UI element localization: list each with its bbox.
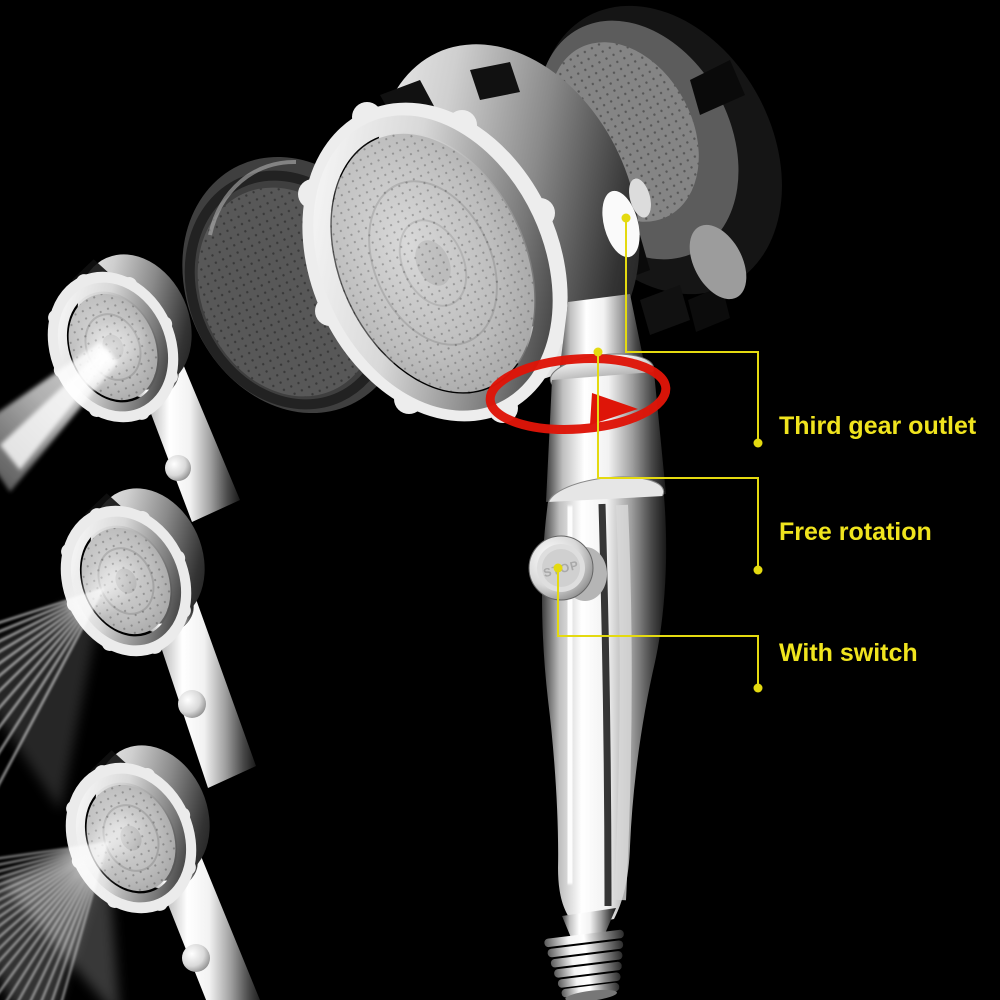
callout-dot-third-gear-start bbox=[621, 213, 631, 223]
rotation-arrow bbox=[485, 354, 671, 434]
head-clip bbox=[602, 178, 651, 258]
callout-line-free-rotation bbox=[597, 355, 759, 567]
callout-dot-with-switch-end bbox=[753, 683, 763, 693]
small-shower-head-2 bbox=[0, 466, 256, 810]
callout-dot-free-rotation-start bbox=[593, 347, 603, 357]
annotation-third-gear-outlet: Third gear outlet bbox=[779, 412, 977, 440]
annotation-with-switch: With switch bbox=[779, 639, 918, 667]
callout-dot-with-switch-start bbox=[553, 563, 563, 573]
threaded-connector bbox=[544, 929, 624, 1000]
small-shower-head-3 bbox=[0, 723, 260, 1000]
annotation-free-rotation: Free rotation bbox=[779, 518, 932, 546]
water-jet-spray bbox=[0, 317, 149, 492]
callout-line-third-gear-outlet bbox=[625, 221, 759, 440]
stop-button: STOP bbox=[528, 535, 607, 601]
callout-dot-free-rotation-end bbox=[753, 565, 763, 575]
main-shower-head bbox=[298, 44, 690, 423]
callout-dot-third-gear-end bbox=[753, 438, 763, 448]
callout-line-with-switch bbox=[557, 571, 759, 685]
water-fan-spray bbox=[0, 555, 143, 810]
small-shower-head-1 bbox=[0, 232, 240, 522]
water-dense-spray bbox=[0, 809, 147, 1000]
